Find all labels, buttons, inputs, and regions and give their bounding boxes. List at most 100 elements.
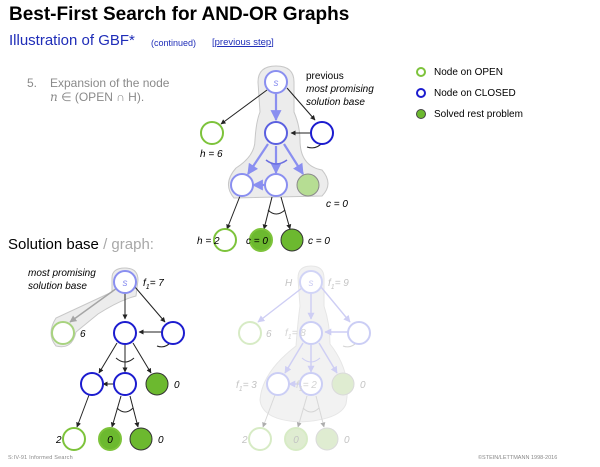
step-line-2-rest: ∈ (OPEN ∩ H). xyxy=(57,90,145,104)
bl-note-line2: solution base xyxy=(28,281,87,292)
top-label-h2: h = 2 xyxy=(197,236,220,247)
previous-step-link[interactable]: [previous step] xyxy=(212,37,274,48)
br-f-top-value: = 9 xyxy=(335,278,350,289)
bl-node-d xyxy=(62,427,86,451)
br-H-label: H xyxy=(285,278,293,289)
top-label-c0-mid: c = 0 xyxy=(246,236,268,247)
top-and-arc-bottom xyxy=(267,209,286,215)
bl-label-zero-right: 0 xyxy=(174,380,180,391)
solution-base-text: Solution base xyxy=(8,236,99,253)
top-note-line2: most promising xyxy=(306,84,374,95)
bl-node-e xyxy=(98,427,122,451)
legend-closed-label: Node on CLOSED xyxy=(434,88,516,99)
br-node-f xyxy=(315,427,339,451)
br-f-inner-value: = 2 xyxy=(303,380,318,391)
br-label-six: 6 xyxy=(266,329,272,340)
top-graph: s previous most promising solution base … xyxy=(197,65,374,252)
br-node-e xyxy=(284,427,308,451)
br-root-label: s xyxy=(309,278,314,289)
heading-separator: / xyxy=(98,236,112,253)
bl-edge-mid-a xyxy=(98,342,118,374)
br-f-inner-sub: 1 xyxy=(299,386,303,393)
top-edge-b-down1 xyxy=(262,196,273,230)
footer-right: ©STEIN/LETTMANN 1998-2016 xyxy=(478,455,558,461)
top-node-b xyxy=(264,173,288,197)
legend-open-label: Node on OPEN xyxy=(434,67,503,78)
page-title: Best-First Search for AND-OR Graphs xyxy=(9,4,350,25)
top-edge-mid-c xyxy=(283,143,304,175)
br-edge-s-right xyxy=(320,286,351,323)
top-edge-mid-a xyxy=(247,143,269,175)
br-label-two: 2 xyxy=(241,435,248,446)
step-var-n: n xyxy=(50,90,58,104)
top-node-mid xyxy=(264,121,288,145)
top-note-line1: previous xyxy=(306,71,344,82)
top-node-left xyxy=(200,121,224,145)
bl-note-line1: most promising xyxy=(28,268,96,279)
bl-edge-a-down xyxy=(76,394,90,428)
bl-label-zero-end: 0 xyxy=(158,435,164,446)
top-node-f xyxy=(280,228,304,252)
solution-base-heading: Solution base / graph: xyxy=(8,236,154,253)
page-subtitle: Illustration of GBF* xyxy=(9,32,135,49)
step-line-2: n ∈ (OPEN ∩ H). xyxy=(50,90,169,104)
br-node-right xyxy=(347,321,371,345)
bl-node-b xyxy=(113,372,137,396)
top-edge-s-left xyxy=(220,89,268,125)
bl-node-a xyxy=(80,372,104,396)
top-node-right xyxy=(310,121,334,145)
top-root-label: s xyxy=(274,78,279,89)
top-node-a xyxy=(230,173,254,197)
br-node-c xyxy=(331,372,355,396)
br-and-arc-bottom xyxy=(302,407,320,413)
graph-text: graph: xyxy=(111,236,154,253)
top-label-c0-right: c = 0 xyxy=(326,199,348,210)
br-node-left xyxy=(238,321,262,345)
top-node-s xyxy=(264,70,288,94)
bl-f-value: = 7 xyxy=(150,278,165,289)
bl-f-sub: 1 xyxy=(146,284,150,291)
br-node-a xyxy=(266,372,290,396)
bl-edge-b-down2 xyxy=(129,395,140,428)
bl-node-s xyxy=(113,270,137,294)
bl-edge-s-right xyxy=(134,286,166,323)
step-number: 5. xyxy=(27,76,38,90)
open-node-icon xyxy=(416,67,426,77)
closed-node-icon xyxy=(416,88,426,98)
bl-edge-mid-c xyxy=(132,342,152,374)
bl-label-zero-in: 0 xyxy=(107,435,113,446)
br-edge-s-left xyxy=(257,287,303,323)
br-f-left: f1= 3 xyxy=(236,380,257,393)
top-edge-a-down xyxy=(226,195,241,230)
top-edge-b-down2 xyxy=(280,196,292,230)
top-label-h6: h = 6 xyxy=(200,149,223,160)
br-label-zero-in: 0 xyxy=(293,435,299,446)
br-f-left-value: = 3 xyxy=(243,380,258,391)
bl-node-mid xyxy=(113,321,137,345)
top-note-line3: solution base xyxy=(306,97,365,108)
bl-label-two: 2 xyxy=(55,435,62,446)
br-edge-b-down2 xyxy=(315,395,326,428)
top-and-arc-mid xyxy=(265,159,288,165)
bl-label-six: 6 xyxy=(80,329,86,340)
top-edge-s-right xyxy=(286,87,316,121)
br-node-mid xyxy=(299,321,323,345)
bl-edge-s-left xyxy=(69,287,118,323)
legend-solved-label: Solved rest problem xyxy=(434,109,523,120)
bl-and-arc-bottom xyxy=(116,407,134,413)
br-f-mid-sub: 1 xyxy=(288,334,292,341)
bl-node-c xyxy=(145,372,169,396)
br-edge-mid-c xyxy=(318,342,338,374)
br-label-zero-end: 0 xyxy=(344,435,350,446)
bl-and-arc-mid xyxy=(115,357,135,363)
bl-edge-b-down1 xyxy=(110,395,122,428)
br-label-zero-right: 0 xyxy=(360,380,366,391)
footer-left: S:IV-91 Informed Search xyxy=(8,455,73,461)
previous-step-link-text[interactable]: previous step xyxy=(214,37,272,48)
step-line-1: Expansion of the node xyxy=(50,76,170,90)
continued-note: (continued) xyxy=(151,38,197,48)
br-node-b xyxy=(299,372,323,396)
solution-base-graph: s most promising solution base f1= 7 6 0… xyxy=(28,267,185,451)
solved-node-icon xyxy=(416,109,426,119)
